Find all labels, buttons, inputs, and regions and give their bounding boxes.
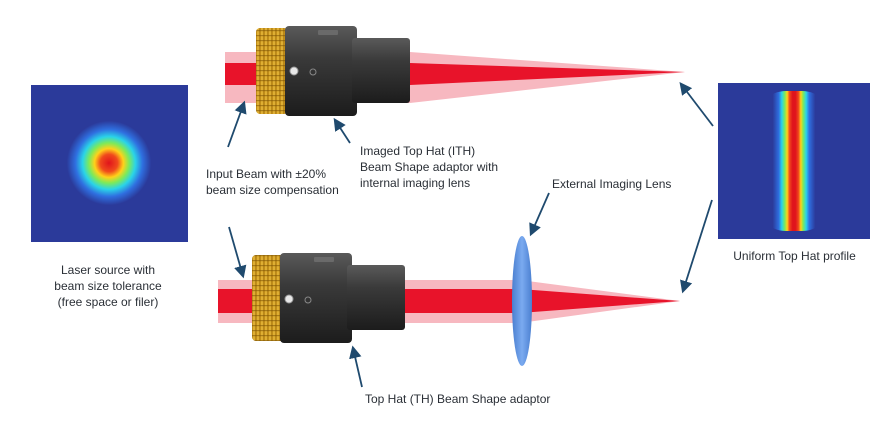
th-adaptor: [252, 253, 405, 343]
uniform-profile-label: Uniform Top Hat profile: [733, 249, 856, 263]
arrow-th-adaptor: [349, 345, 363, 388]
ith-adaptor-label-line2: Beam Shape adaptor with: [360, 160, 499, 174]
input-beam-label-line2: beam size compensation: [206, 183, 339, 197]
arrow-input-beam-bottom: [228, 226, 247, 279]
arrow-input-beam-top: [227, 100, 247, 148]
th-adaptor-label: Top Hat (TH) Beam Shape adaptor: [365, 392, 551, 406]
ith-adaptor: [256, 26, 410, 116]
top-hat-profile-image: [718, 83, 870, 239]
ith-adaptor-label-line1: Imaged Top Hat (ITH): [360, 144, 476, 158]
laser-source-label: Laser source with beam size tolerance (f…: [28, 262, 188, 310]
input-beam-label: Input Beam with ±20% beam size compensat…: [206, 166, 339, 198]
laser-source-label-line2: beam size tolerance: [54, 279, 162, 293]
arrow-top-hat-bottom: [680, 199, 713, 294]
arrow-top-hat-top: [679, 81, 714, 127]
arrow-ith-adaptor: [333, 117, 351, 144]
knurled-ring: [256, 28, 288, 114]
knurled-ring: [252, 255, 284, 341]
ith-adaptor-label-line3: internal imaging lens: [360, 176, 471, 190]
laser-source-label-line1: Laser source with: [60, 263, 156, 277]
laser-source-label-line3: (free space or filer): [57, 295, 159, 309]
input-beam-label-line1: Input Beam with ±20%: [206, 167, 326, 181]
biconvex-lens-icon: [512, 236, 532, 366]
ith-adaptor-label: Imaged Top Hat (ITH) Beam Shape adaptor …: [360, 143, 498, 191]
external-lens-label: External Imaging Lens: [552, 177, 672, 191]
arrow-external-lens: [529, 192, 550, 237]
gaussian-profile-image: [31, 85, 188, 242]
